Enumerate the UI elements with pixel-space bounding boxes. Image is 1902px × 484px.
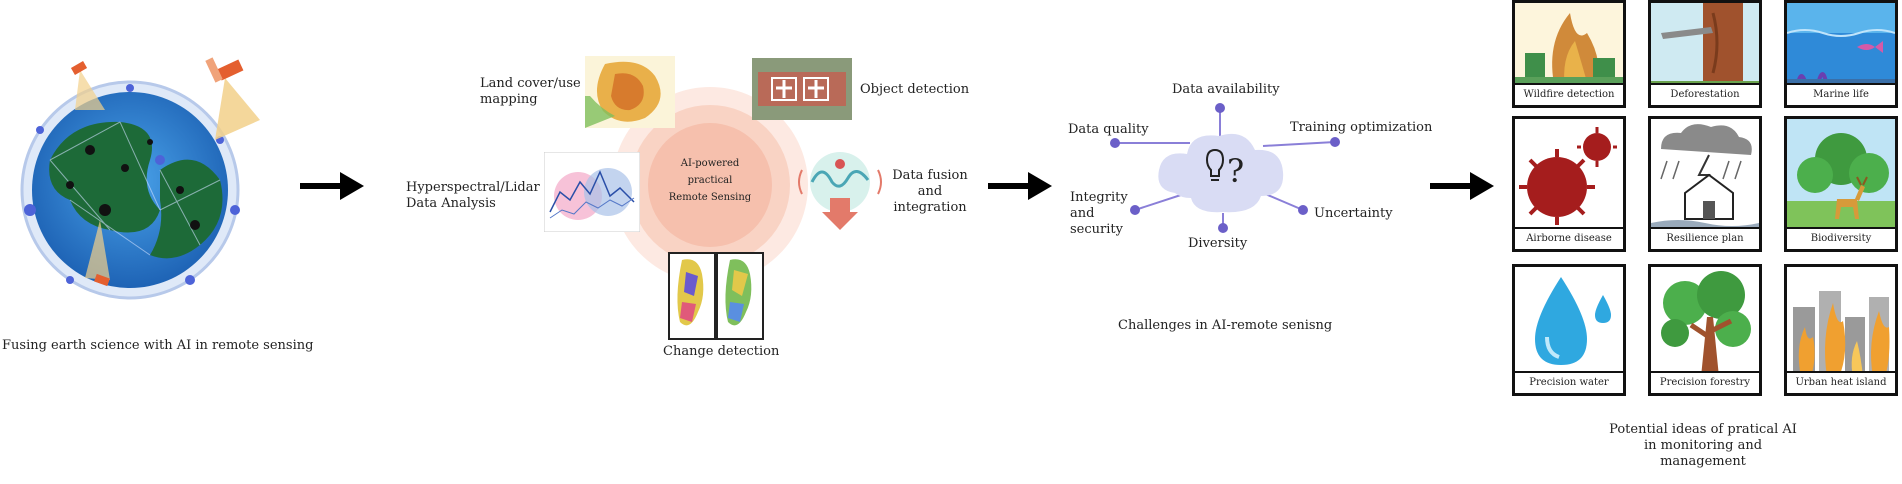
idea-panel-marine-life: Marine life <box>1784 0 1898 108</box>
change-detection-maps-icon <box>668 252 764 340</box>
tree-icon <box>1651 267 1759 377</box>
idea-panel-resilience-plan: Resilience plan <box>1648 116 1762 252</box>
data-fusion-icon <box>798 152 882 230</box>
challenge-diversity: Diversity <box>1188 236 1248 251</box>
land-cover-line1: Land cover/use <box>480 76 581 91</box>
idea-panel-wildfire: Wildfire detection <box>1512 0 1626 108</box>
flow-arrow-1-icon <box>300 172 364 200</box>
idea-label-airborne-disease: Airborne disease <box>1515 227 1623 249</box>
water-drop-icon <box>1515 267 1623 377</box>
marine-life-icon <box>1787 3 1895 89</box>
idea-panel-airborne-disease: Airborne disease <box>1512 116 1626 252</box>
hyperspectral-label: Hyperspectral/Lidar Data Analysis <box>406 180 540 212</box>
land-cover-label: Land cover/use mapping <box>480 76 581 108</box>
deforestation-icon <box>1651 3 1759 89</box>
storm-house-icon <box>1651 119 1759 233</box>
hyperspectral-chart-icon <box>544 152 640 232</box>
biodiversity-deer-icon <box>1787 119 1895 233</box>
hub-title-line1: AI-powered <box>680 158 740 169</box>
challenge-data-quality: Data quality <box>1068 122 1149 137</box>
ideas-caption-line2: in monitoring and <box>1643 438 1763 453</box>
data-fusion-label: Data fusion and integration <box>890 168 970 216</box>
idea-label-marine-life: Marine life <box>1787 83 1895 105</box>
idea-panel-deforestation: Deforestation <box>1648 0 1762 108</box>
integrity-line2: and <box>1070 206 1095 221</box>
idea-label-wildfire: Wildfire detection <box>1515 83 1623 105</box>
flow-arrow-3-icon <box>1430 172 1494 200</box>
ideas-caption-line3: management <box>1660 454 1746 469</box>
hub-title-line3: Remote Sensing <box>668 192 752 203</box>
earth-caption: Fusing earth science with AI in remote s… <box>2 338 314 353</box>
challenge-training-optimization: Training optimization <box>1290 120 1433 135</box>
ideas-caption-line1: Potential ideas of pratical AI <box>1609 422 1797 437</box>
idea-label-precision-water: Precision water <box>1515 371 1623 393</box>
challenge-data-availability: Data availability <box>1172 82 1280 97</box>
earth-globe-icon <box>20 57 260 300</box>
idea-panel-precision-forestry: Precision forestry <box>1648 264 1762 396</box>
challenge-integrity-security: Integrity and security <box>1070 190 1128 238</box>
challenges-caption: Challenges in AI-remote senisng <box>1118 318 1333 333</box>
hyperspectral-line1: Hyperspectral/Lidar <box>406 180 540 195</box>
urban-heat-icon <box>1787 267 1895 377</box>
fusion-line3: integration <box>893 200 967 215</box>
idea-panel-precision-water: Precision water <box>1512 264 1626 396</box>
object-detection-image-icon <box>752 58 852 120</box>
ideas-caption: Potential ideas of pratical AI in monito… <box>1588 422 1818 470</box>
idea-label-resilience-plan: Resilience plan <box>1651 227 1759 249</box>
hub-title-line2: practical <box>687 175 733 186</box>
land-cover-map-icon <box>585 56 675 128</box>
challenge-uncertainty: Uncertainty <box>1314 206 1393 221</box>
fusion-line1: Data fusion <box>892 168 968 183</box>
idea-label-biodiversity: Biodiversity <box>1787 227 1895 249</box>
wildfire-icon <box>1515 3 1623 89</box>
idea-panel-biodiversity: Biodiversity <box>1784 116 1898 252</box>
land-cover-line2: mapping <box>480 92 538 107</box>
idea-panel-urban-heat-island: Urban heat island <box>1784 264 1898 396</box>
hyperspectral-line2: Data Analysis <box>406 196 496 211</box>
fusion-line2: and <box>917 184 943 199</box>
idea-label-deforestation: Deforestation <box>1651 83 1759 105</box>
virus-icon <box>1515 119 1623 233</box>
change-detection-label: Change detection <box>663 344 780 359</box>
svg-text:?: ? <box>1227 152 1244 190</box>
integrity-line1: Integrity <box>1070 190 1128 205</box>
idea-label-urban-heat-island: Urban heat island <box>1787 371 1895 393</box>
integrity-line3: security <box>1070 222 1123 237</box>
challenges-cloud-network-icon: ? <box>1110 103 1340 233</box>
idea-label-precision-forestry: Precision forestry <box>1651 371 1759 393</box>
hub-glow <box>612 87 808 283</box>
hub-title: AI-powered practical Remote Sensing <box>660 155 760 206</box>
flow-arrow-2-icon <box>988 172 1052 200</box>
object-detection-label: Object detection <box>860 82 970 97</box>
